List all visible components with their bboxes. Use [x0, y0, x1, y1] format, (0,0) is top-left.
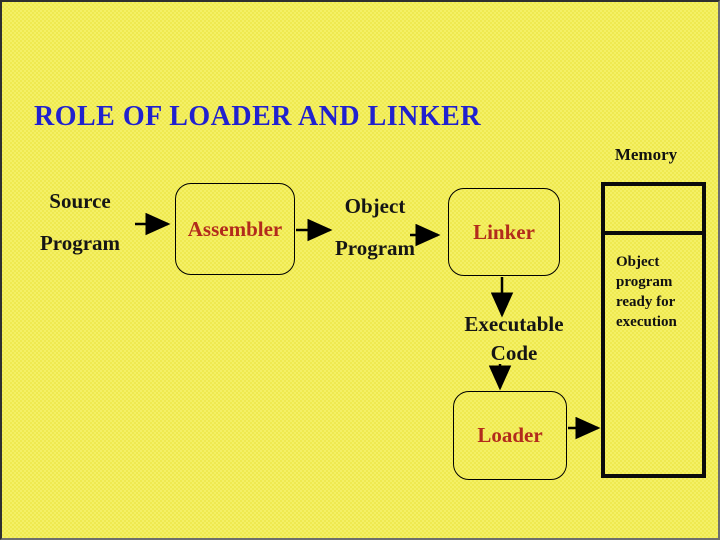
memory-note-line2: program: [616, 274, 673, 290]
source-program-line2: Program: [39, 231, 121, 255]
executable-code-label: Executable Code: [447, 310, 581, 368]
linker-node: Linker: [448, 188, 560, 276]
loader-node-label: Loader: [477, 423, 543, 447]
source-program-line1: Source: [49, 189, 111, 213]
slide-title: ROLE OF LOADER AND LINKER: [34, 101, 482, 132]
linker-node-label: Linker: [473, 219, 535, 244]
memory-box: Object program ready for execution: [601, 182, 706, 478]
memory-label: Memory: [614, 145, 678, 164]
source-program-label: Source Program: [25, 180, 135, 264]
loader-node: Loader: [453, 391, 567, 480]
object-program-line1: Object: [344, 194, 406, 218]
memory-note: Object program ready for execution: [605, 235, 702, 332]
object-program-line2: Program: [334, 236, 416, 260]
memory-note-line1: Object: [616, 254, 660, 270]
executable-code-line2: Code: [490, 341, 538, 365]
executable-code-line1: Executable: [464, 312, 564, 336]
object-program-label: Object Program: [325, 185, 425, 269]
memory-free-compartment: [605, 186, 702, 235]
memory-note-line4: execution: [616, 314, 677, 330]
assembler-node-label: Assembler: [187, 216, 283, 241]
assembler-node: Assembler: [175, 183, 295, 275]
memory-note-line3: ready for: [616, 294, 676, 310]
